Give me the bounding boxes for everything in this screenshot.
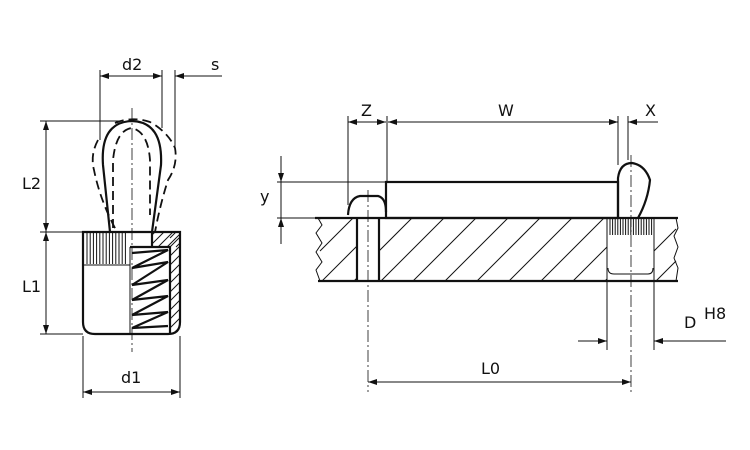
arrowhead bbox=[377, 119, 386, 125]
hatch-line bbox=[169, 245, 181, 257]
arrowhead bbox=[622, 379, 631, 385]
arrowhead bbox=[43, 325, 49, 334]
hatch-line bbox=[169, 290, 181, 302]
hatch-line bbox=[169, 231, 177, 239]
label-W: W bbox=[498, 101, 514, 120]
label-s: s bbox=[211, 55, 219, 74]
break-line-left bbox=[315, 217, 323, 282]
label-L1: L1 bbox=[22, 277, 41, 296]
arrowhead bbox=[368, 379, 377, 385]
label-D: D bbox=[684, 313, 696, 332]
hatch-line bbox=[380, 217, 445, 282]
arrowhead bbox=[153, 73, 162, 79]
hatch-line bbox=[172, 326, 181, 335]
hatch-line bbox=[169, 236, 181, 248]
knob-alt-position-inner bbox=[112, 127, 151, 228]
label-L2: L2 bbox=[22, 174, 41, 193]
knurl-texture bbox=[86, 233, 126, 264]
assembly-view: Z W X y D H8 L0 bbox=[260, 101, 726, 392]
hatch-line bbox=[444, 217, 509, 282]
arrowhead bbox=[175, 73, 184, 79]
label-X: X bbox=[645, 101, 656, 120]
plunger-side-view: d2 s L2 L1 d1 bbox=[22, 55, 222, 398]
arrowhead bbox=[278, 173, 284, 182]
hatch-line bbox=[169, 254, 181, 266]
hatch-line bbox=[151, 231, 156, 236]
label-Z: Z bbox=[361, 101, 372, 120]
hatch-line bbox=[476, 217, 541, 282]
hatch-line bbox=[321, 245, 358, 282]
arrowhead bbox=[43, 223, 49, 232]
hatch-line bbox=[378, 217, 413, 252]
wall-hatching bbox=[151, 231, 181, 335]
label-d1: d1 bbox=[121, 368, 141, 387]
knob-handle bbox=[101, 119, 163, 233]
hatch-line bbox=[166, 233, 181, 248]
arrowhead bbox=[388, 119, 397, 125]
arrowhead bbox=[628, 119, 637, 125]
arrowhead bbox=[43, 121, 49, 130]
plunger-knob bbox=[616, 161, 652, 219]
label-y: y bbox=[260, 187, 269, 206]
knob-alt-position-left bbox=[91, 139, 117, 231]
arrowhead bbox=[171, 389, 180, 395]
hatch-line bbox=[169, 299, 181, 311]
plunger-bottom bbox=[607, 267, 654, 275]
arrowhead bbox=[83, 389, 92, 395]
arrowhead bbox=[598, 338, 607, 344]
arrowhead bbox=[654, 338, 663, 344]
label-L0: L0 bbox=[481, 359, 500, 378]
stop-pin-head bbox=[346, 194, 388, 216]
hatch-line bbox=[169, 281, 181, 293]
dimension-arrows bbox=[43, 73, 663, 395]
knurl-texture bbox=[609, 219, 653, 235]
hatch-line bbox=[175, 242, 181, 248]
hatch-line bbox=[151, 231, 165, 245]
hatch-line bbox=[540, 217, 605, 282]
arrowhead bbox=[278, 218, 284, 227]
arrowhead bbox=[348, 119, 357, 125]
workpiece bbox=[384, 180, 620, 220]
hatch-line bbox=[572, 246, 608, 282]
hatch-line bbox=[169, 317, 181, 329]
hatch-line bbox=[157, 231, 174, 248]
plunger-body bbox=[81, 230, 182, 336]
spring bbox=[131, 248, 169, 330]
plate-hatching bbox=[319, 217, 677, 282]
hatch-line bbox=[169, 272, 181, 284]
knob-alt-position-right bbox=[114, 118, 177, 233]
hatch-line bbox=[412, 217, 477, 282]
hatch-line bbox=[319, 217, 354, 252]
hatch-line bbox=[508, 217, 573, 282]
hatch-line bbox=[655, 260, 677, 282]
arrowhead bbox=[100, 73, 109, 79]
label-H8: H8 bbox=[704, 304, 726, 323]
hatch-line bbox=[653, 228, 677, 252]
hatch-line bbox=[169, 263, 181, 275]
hatch-line bbox=[169, 308, 181, 320]
label-d2: d2 bbox=[122, 55, 142, 74]
arrowhead bbox=[43, 232, 49, 241]
arrowhead bbox=[609, 119, 618, 125]
break-line-right bbox=[673, 217, 679, 282]
